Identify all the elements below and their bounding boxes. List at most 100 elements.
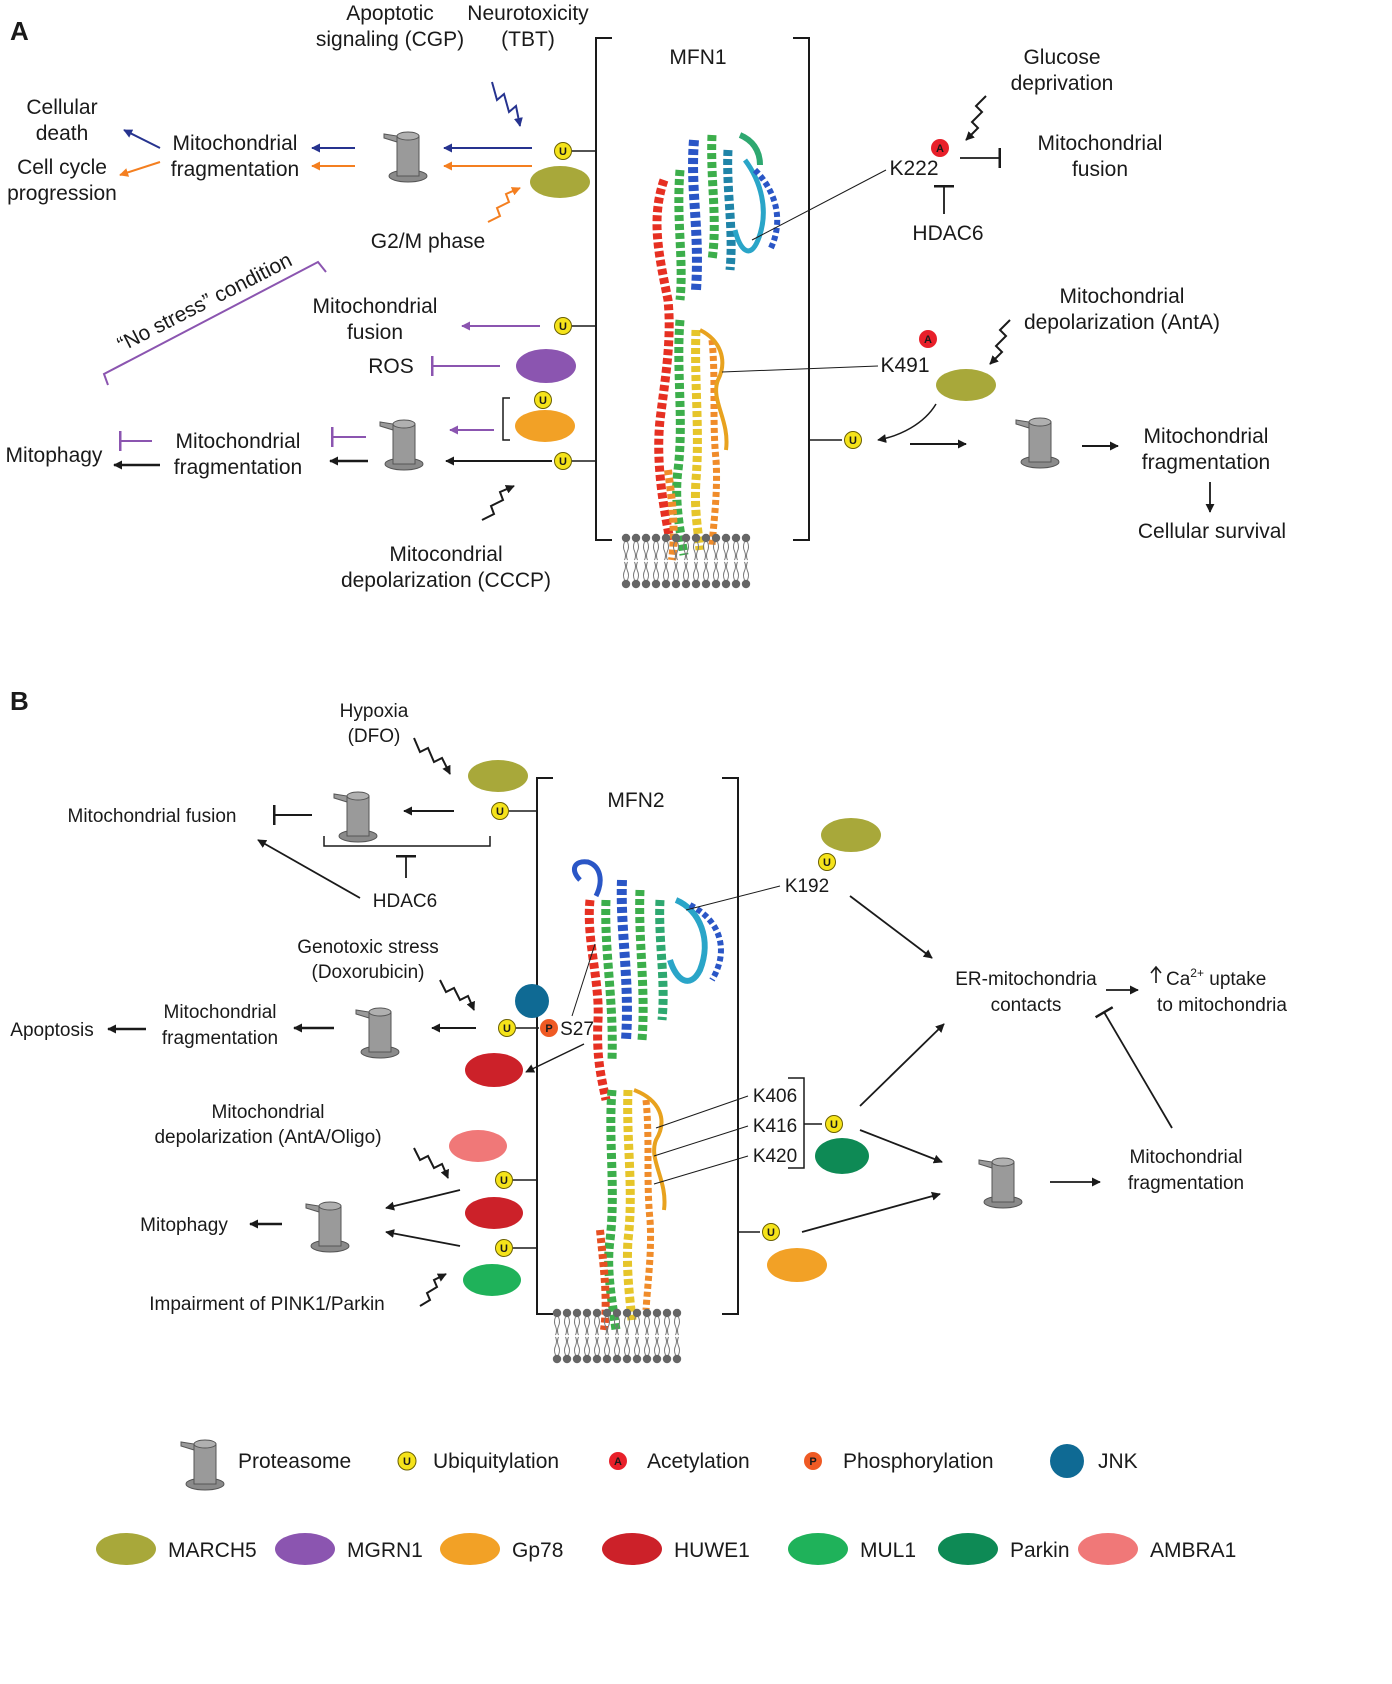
arrow-parkin-er bbox=[859, 1023, 945, 1107]
arrow-parkin-proteasome bbox=[859, 1129, 943, 1164]
lipid-molecule bbox=[662, 1308, 672, 1364]
march5-ellipse bbox=[530, 166, 590, 198]
mgrn1-ellipse bbox=[516, 349, 576, 383]
ubiquitin-icon: U bbox=[534, 391, 552, 409]
proteasome-icon bbox=[333, 791, 378, 843]
hdac6-label-a: HDAC6 bbox=[912, 222, 983, 245]
legend-proteasome-icon bbox=[180, 1439, 225, 1491]
g2m-stress-arrow bbox=[487, 187, 521, 223]
k420-pointer bbox=[653, 1155, 749, 1185]
march5-ellipse-b2 bbox=[821, 818, 881, 852]
legend-mgrn1-label: MGRN1 bbox=[347, 1539, 423, 1562]
arrow-to-cell-death bbox=[123, 129, 161, 149]
lipid-molecule bbox=[651, 533, 661, 589]
legend-march5-swatch bbox=[96, 1533, 156, 1565]
svg-text:A: A bbox=[924, 334, 932, 346]
mfn2-structure bbox=[571, 859, 724, 1331]
legend-ambra1-swatch bbox=[1078, 1533, 1138, 1565]
mfn2-membrane bbox=[552, 1308, 682, 1364]
cellular-survival-label: Cellular survival bbox=[1138, 520, 1286, 543]
lipid-molecule bbox=[582, 1308, 592, 1364]
arrow-s27-huwe1 bbox=[525, 1043, 585, 1073]
k-bracket bbox=[788, 1077, 805, 1169]
ubiquitin-icon: U bbox=[498, 1019, 516, 1037]
svg-text:U: U bbox=[559, 321, 567, 333]
k491-pointer bbox=[721, 365, 879, 373]
mfn1-title: MFN1 bbox=[669, 46, 726, 69]
proteasome-icon bbox=[379, 419, 424, 471]
k222-pointer bbox=[751, 169, 887, 241]
legend-ambra1-label: AMBRA1 bbox=[1150, 1539, 1236, 1562]
huwe1-ellipse-1 bbox=[465, 1053, 523, 1087]
lipid-molecule bbox=[681, 533, 691, 589]
legend-acetylation-label: Acetylation bbox=[647, 1450, 750, 1473]
k420-label: K420 bbox=[753, 1146, 797, 1167]
svg-text:U: U bbox=[539, 395, 547, 407]
no-stress-label: “No stress” condition bbox=[114, 249, 296, 357]
legend-mul1-label: MUL1 bbox=[860, 1539, 916, 1562]
lipid-molecule bbox=[631, 533, 641, 589]
neurotoxicity-label: Neurotoxicity(TBT) bbox=[467, 2, 589, 51]
k222-label: K222 bbox=[889, 157, 938, 180]
mfn2-bracket-right bbox=[722, 777, 739, 1315]
panel-a-letter: A bbox=[10, 16, 29, 46]
genotoxic-label: Genotoxic stress(Doxorubicin) bbox=[297, 937, 439, 983]
phosphorylation-icon: P bbox=[540, 1019, 558, 1037]
lipid-molecule bbox=[721, 533, 731, 589]
legend-march5-label: MARCH5 bbox=[168, 1539, 257, 1562]
huwe1-ellipse-2 bbox=[465, 1197, 523, 1229]
legend-mul1-swatch bbox=[788, 1533, 848, 1565]
lipid-molecule bbox=[592, 1308, 602, 1364]
legend-ubiquitylation-label: Ubiquitylation bbox=[433, 1450, 559, 1473]
gp78-ellipse-b bbox=[767, 1248, 827, 1282]
lipid-molecule bbox=[741, 533, 751, 589]
ubiquitin-icon: U bbox=[554, 142, 572, 160]
legend-jnk-label: JNK bbox=[1098, 1450, 1138, 1473]
lipid-molecule bbox=[562, 1308, 572, 1364]
hypoxia-stress-arrow bbox=[413, 737, 451, 775]
ubiquitin-icon: U bbox=[825, 1115, 843, 1133]
ubiquitin-icon: U bbox=[491, 802, 509, 820]
lipid-molecule bbox=[652, 1308, 662, 1364]
pink1-stress-arrow bbox=[419, 1273, 447, 1307]
lipid-molecule bbox=[572, 1308, 582, 1364]
svg-text:U: U bbox=[403, 1456, 411, 1468]
ubiquitin-icon: U bbox=[844, 431, 862, 449]
g2m-phase-label: G2/M phase bbox=[371, 230, 485, 253]
svg-text:P: P bbox=[545, 1023, 552, 1035]
lipid-molecule bbox=[552, 1308, 562, 1364]
legend-gp78-label: Gp78 bbox=[512, 1539, 563, 1562]
mitophagy-label-b: Mitophagy bbox=[140, 1215, 228, 1236]
neurotox-stress-arrow bbox=[491, 81, 523, 127]
lipid-molecule bbox=[672, 1308, 682, 1364]
antA-stress-arrow bbox=[989, 319, 1011, 365]
legend-proteasome-label: Proteasome bbox=[238, 1450, 351, 1473]
panel-b-letter: B bbox=[10, 686, 29, 716]
ros-label: ROS bbox=[368, 355, 414, 378]
svg-text:A: A bbox=[936, 143, 944, 155]
no-stress-bracket bbox=[102, 260, 327, 386]
ubiquitin-icon: U bbox=[495, 1239, 513, 1257]
proteasome-icon bbox=[383, 131, 428, 183]
ubiquitin-icon: U bbox=[762, 1223, 780, 1241]
svg-text:P: P bbox=[809, 1456, 816, 1468]
ambra1-ellipse bbox=[449, 1130, 507, 1162]
k416-pointer bbox=[653, 1125, 749, 1157]
ca-uptake-label: Ca2+ uptake to mitochondria bbox=[1150, 965, 1287, 1016]
k491-label: K491 bbox=[880, 354, 929, 377]
legend-gp78-swatch bbox=[440, 1533, 500, 1565]
march5-ellipse-r bbox=[936, 369, 996, 401]
mfn2-bracket-left bbox=[536, 777, 553, 1315]
apoptosis-label: Apoptosis bbox=[10, 1020, 93, 1041]
hdac6-label-b: HDAC6 bbox=[373, 891, 437, 912]
mfn2-title: MFN2 bbox=[607, 789, 664, 812]
svg-text:U: U bbox=[559, 146, 567, 158]
